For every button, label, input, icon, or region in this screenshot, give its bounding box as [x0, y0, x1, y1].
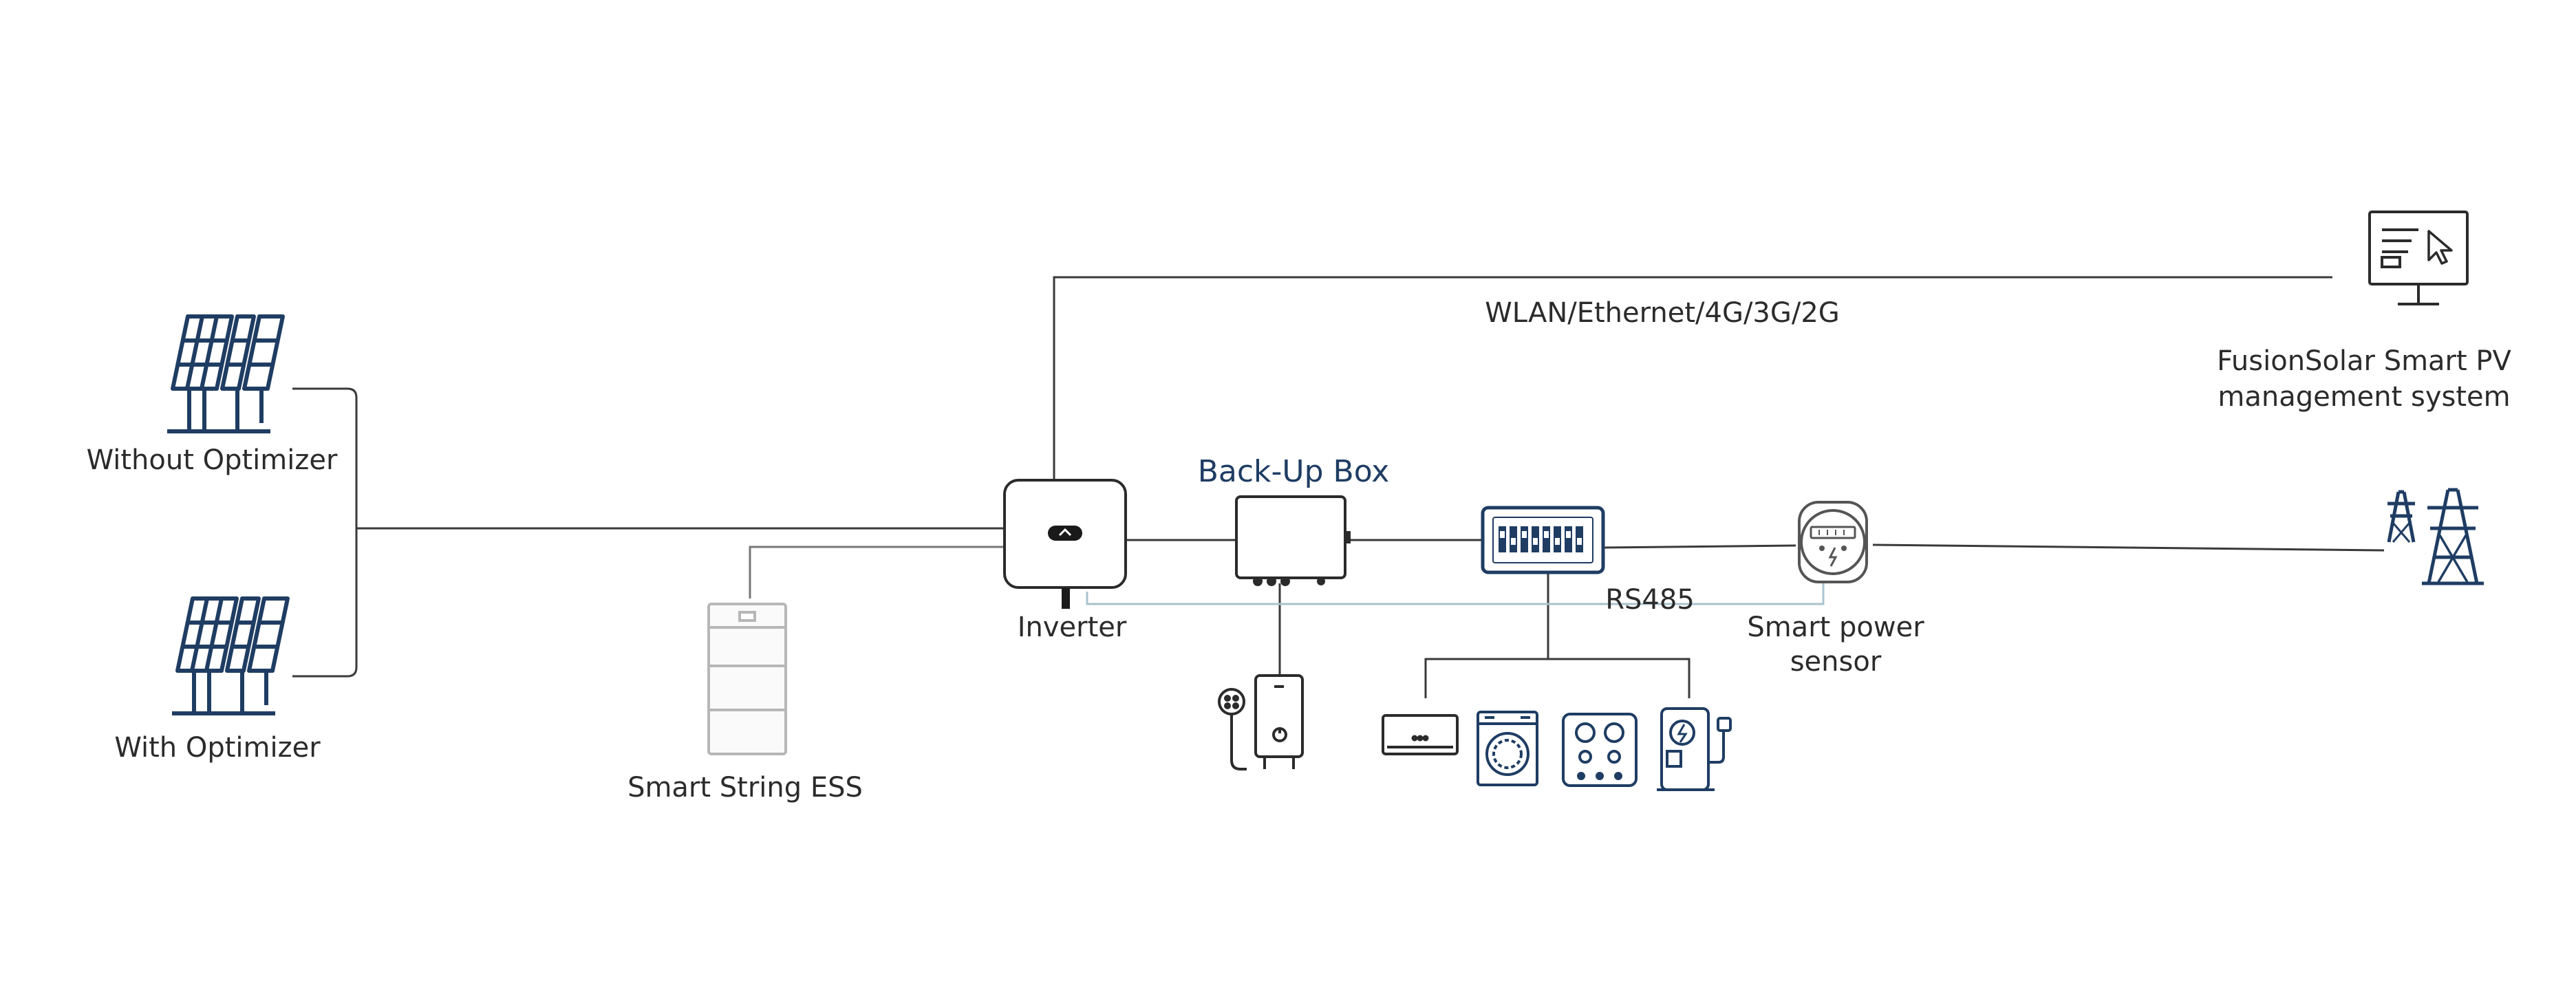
solar-panel-icon — [172, 596, 290, 715]
connection-lines — [292, 276, 2385, 698]
solar-panel-icon — [167, 314, 285, 433]
rs485-line — [1086, 582, 1825, 605]
washing-machine-icon — [1477, 711, 1538, 786]
backup-box-label: Back-Up Box — [1198, 454, 1390, 489]
fusionsolar-label-line1: FusionSolar Smart PV — [2217, 345, 2511, 377]
smart-string-ess-label: Smart String ESS — [627, 772, 863, 804]
backup-box-icon — [1235, 495, 1351, 586]
battery-cabinet-icon — [707, 603, 787, 755]
transmission-tower-icon — [2387, 488, 2484, 585]
air-conditioner-icon — [1382, 714, 1459, 755]
meter-to-grid-line — [1872, 543, 2385, 552]
ev-charger-icon — [1657, 707, 1732, 791]
network-label: WLAN/Ethernet/4G/3G/2G — [1485, 297, 1840, 329]
cooktop-icon — [1562, 713, 1638, 787]
inverter-icon — [1003, 479, 1127, 609]
rs485-label: RS485 — [1605, 584, 1695, 616]
without-optimizer-label: Without Optimizer — [87, 444, 338, 476]
network-line — [1053, 276, 2332, 482]
with-optimizer-label: With Optimizer — [114, 732, 321, 764]
distribution-board-icon — [1481, 506, 1605, 574]
fusionsolar-label-line2: management system — [2218, 381, 2510, 413]
smart-power-sensor-label-line1: Smart power — [1747, 612, 1924, 643]
inverter-label: Inverter — [1018, 612, 1127, 643]
ess-to-inverter-line — [749, 546, 1005, 599]
board-to-meter-line — [1602, 544, 1796, 549]
pv-bracket — [292, 387, 358, 678]
power-meter-icon — [1798, 501, 1868, 583]
smart-power-sensor-label-line2: sensor — [1790, 646, 1882, 678]
monitor-icon — [2368, 211, 2469, 305]
loads-bracket — [1424, 658, 1690, 698]
water-heater-icon — [1218, 674, 1304, 770]
